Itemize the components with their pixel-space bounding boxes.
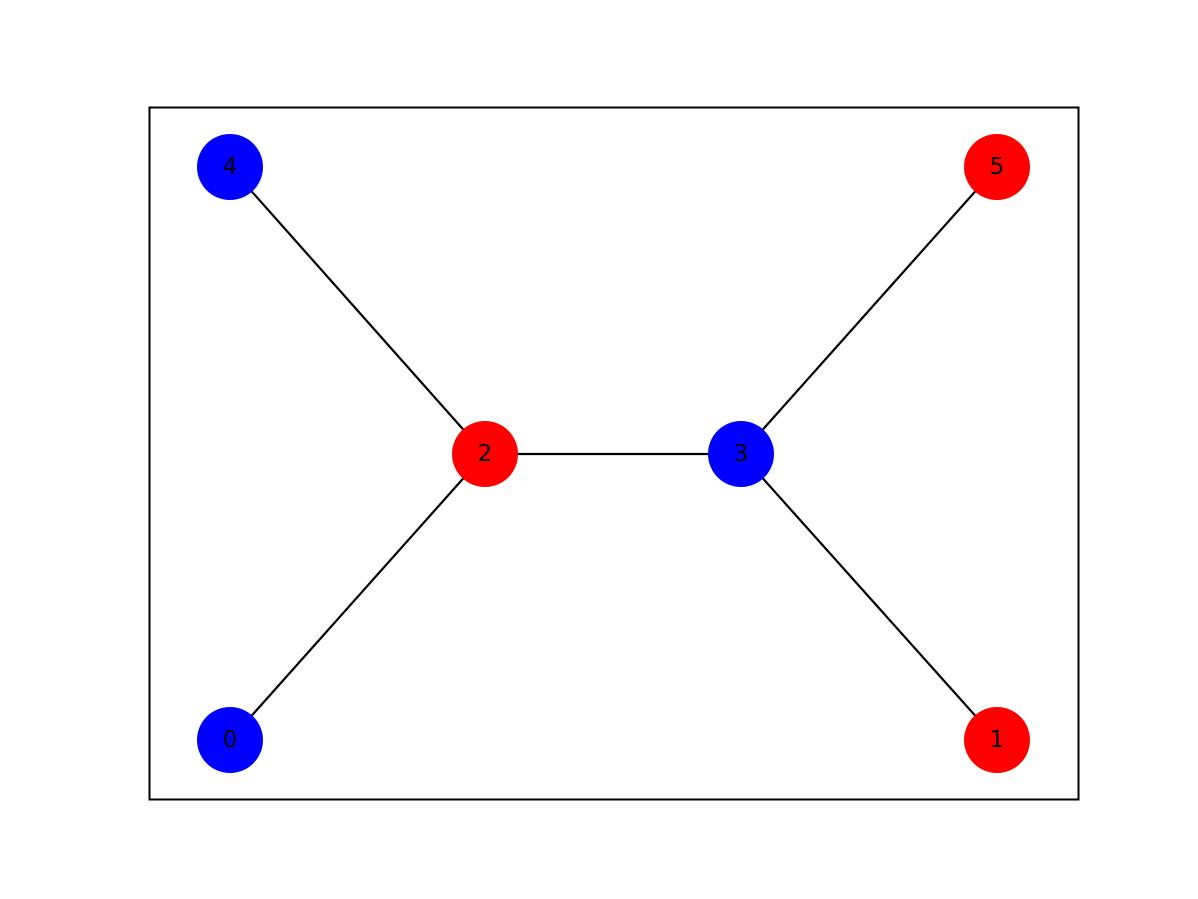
- node-4: 4: [197, 134, 263, 200]
- node-3: 3: [708, 421, 774, 487]
- edge-4-2: [229, 166, 486, 455]
- node-circle-2: [452, 421, 518, 487]
- node-5: 5: [964, 134, 1030, 200]
- node-layer: 0 1 2 3 4 5: [197, 134, 1030, 773]
- edge-layer: [229, 166, 998, 741]
- node-2: 2: [452, 421, 518, 487]
- node-circle-1: [964, 707, 1030, 773]
- node-1: 1: [964, 707, 1030, 773]
- node-circle-0: [197, 707, 263, 773]
- node-label-5: 5: [990, 154, 1005, 180]
- node-label-2: 2: [478, 441, 493, 467]
- node-0: 0: [197, 707, 263, 773]
- edge-3-5: [740, 166, 998, 455]
- node-circle-5: [964, 134, 1030, 200]
- node-circle-4: [197, 134, 263, 200]
- node-label-4: 4: [223, 154, 238, 180]
- edge-3-1: [740, 453, 998, 741]
- node-label-0: 0: [223, 727, 238, 753]
- node-label-3: 3: [734, 441, 749, 467]
- edge-0-2: [229, 453, 486, 741]
- node-label-1: 1: [990, 727, 1005, 753]
- node-circle-3: [708, 421, 774, 487]
